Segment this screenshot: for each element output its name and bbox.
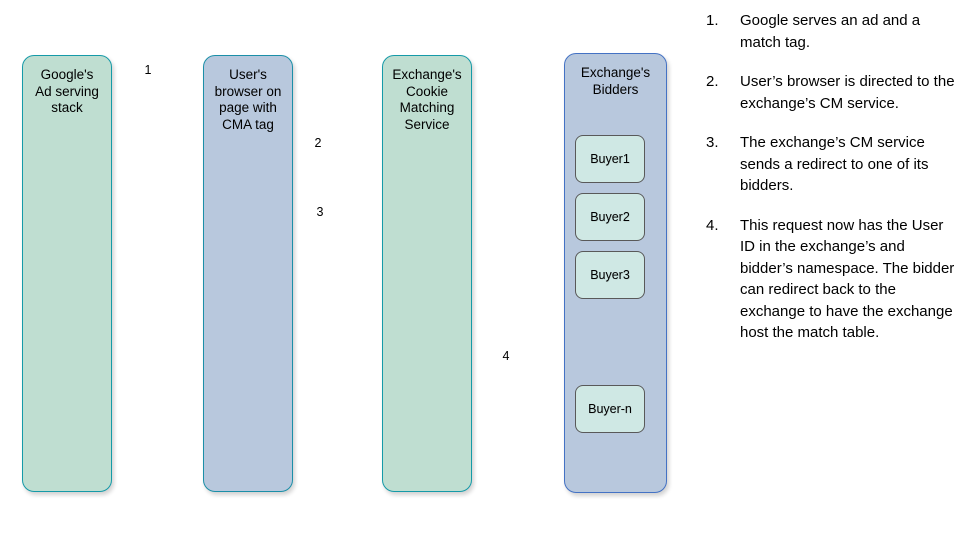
buyer-label-buyer-n: Buyer-n	[588, 402, 632, 416]
note-item-4: 4. This request now has the User ID in t…	[706, 215, 956, 344]
note-number-3: 3.	[706, 134, 719, 151]
note-text-1: Google serves an ad and a match tag.	[740, 12, 921, 51]
pillar-label-exchange-cookie-matching-service: Exchange's Cookie Matching Service	[392, 67, 462, 132]
arrow-label-3: 3	[316, 205, 324, 219]
note-item-1: 1. Google serves an ad and a match tag.	[706, 10, 956, 53]
buyer-label-buyer2: Buyer2	[590, 210, 630, 224]
notes-list: 1. Google serves an ad and a match tag. …	[706, 10, 956, 362]
buyer-box-buyer3[interactable]: Buyer3	[575, 251, 645, 299]
arrow-label-1: 1	[144, 63, 152, 77]
pillar-google-ad-serving-stack: Google's Ad serving stack	[22, 55, 112, 492]
pillar-label-exchange-bidders: Exchange's Bidders	[580, 65, 651, 97]
pillar-label-google-ad-serving-stack: Google's Ad serving stack	[35, 67, 99, 115]
note-number-2: 2.	[706, 73, 719, 90]
buyer-box-buyer-n[interactable]: Buyer-n	[575, 385, 645, 433]
note-item-2: 2. User’s browser is directed to the exc…	[706, 71, 956, 114]
buyer-box-buyer1[interactable]: Buyer1	[575, 135, 645, 183]
note-item-3: 3. The exchange’s CM service sends a red…	[706, 132, 956, 197]
pillar-users-browser: User's browser on page with CMA tag	[203, 55, 293, 492]
arrow-label-2: 2	[314, 136, 322, 150]
buyer-label-buyer1: Buyer1	[590, 152, 630, 166]
pillar-exchange-cookie-matching-service: Exchange's Cookie Matching Service	[382, 55, 472, 492]
pillar-label-users-browser: User's browser on page with CMA tag	[214, 67, 282, 132]
buyer-box-buyer2[interactable]: Buyer2	[575, 193, 645, 241]
arrow-label-4: 4	[502, 349, 510, 363]
note-number-1: 1.	[706, 12, 719, 29]
note-number-4: 4.	[706, 216, 719, 234]
note-text-3: The exchange’s CM service sends a redire…	[740, 134, 929, 194]
note-text-4: This request now has the User ID in the …	[740, 216, 955, 342]
buyer-label-buyer3: Buyer3	[590, 268, 630, 282]
note-text-2: User’s browser is directed to the exchan…	[740, 73, 955, 112]
